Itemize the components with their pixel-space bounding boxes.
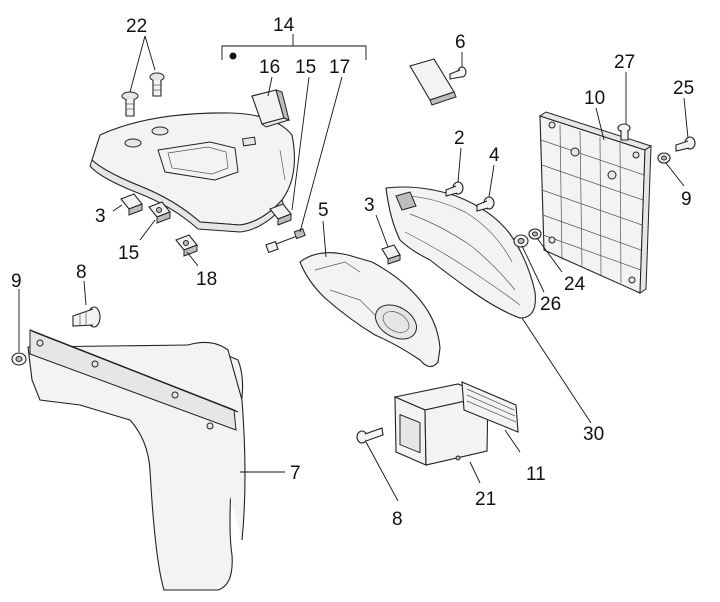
label-24: 24 — [564, 274, 586, 295]
label-6: 6 — [455, 32, 466, 53]
label-18: 18 — [196, 269, 217, 290]
clip-part-6 — [409, 58, 467, 106]
label-3-right: 3 — [364, 195, 375, 216]
reflector-part-11 — [461, 381, 519, 433]
label-17: 17 — [329, 57, 350, 78]
clip-part-16 — [251, 89, 291, 128]
screw-22-b — [121, 91, 139, 117]
part-labels: 22 14 16 15 17 6 27 25 10 2 4 9 3 15 18 … — [11, 15, 694, 530]
spacer-part-26 — [513, 234, 529, 248]
nut-3-left — [120, 193, 143, 216]
plate-grid — [540, 124, 645, 284]
nut-18 — [175, 234, 198, 257]
label-30: 30 — [583, 424, 604, 445]
group-14-bracket — [221, 34, 367, 60]
label-8-bottom: 8 — [392, 509, 403, 530]
bulb-part-17 — [265, 228, 306, 254]
screw-part-4 — [476, 196, 495, 212]
label-5: 5 — [318, 200, 329, 221]
plate-holder-part-10 — [538, 111, 653, 294]
top-tray-part — [89, 112, 295, 233]
bolt-8-bottom — [356, 427, 384, 444]
nut-part-24 — [528, 228, 542, 240]
group-marker-dot — [229, 52, 237, 60]
bolt-8-top — [72, 306, 101, 328]
label-8-top: 8 — [76, 262, 87, 283]
washer-9-right — [657, 152, 671, 164]
nut-15-right — [269, 203, 292, 226]
screw-part-2 — [445, 181, 464, 197]
label-14: 14 — [273, 15, 295, 36]
mud-flap-part-7 — [27, 329, 246, 591]
label-10: 10 — [584, 88, 605, 109]
label-15-bottom: 15 — [118, 243, 139, 264]
label-26: 26 — [540, 294, 561, 315]
screw-part-27 — [617, 123, 631, 141]
nut-15-left — [148, 201, 171, 224]
label-9-left: 9 — [11, 271, 22, 292]
screw-part-25 — [675, 136, 696, 152]
label-15-top: 15 — [295, 57, 316, 78]
label-22: 22 — [126, 16, 147, 37]
washer-9-left — [11, 352, 27, 366]
label-3-left: 3 — [95, 206, 106, 227]
rear-panel-part-5 — [299, 252, 441, 368]
screw-22-a — [149, 72, 165, 97]
label-11: 11 — [526, 464, 546, 485]
cover-part-30 — [385, 186, 536, 319]
label-7: 7 — [290, 463, 301, 484]
label-21: 21 — [475, 489, 496, 510]
label-27: 27 — [614, 52, 635, 73]
label-25: 25 — [673, 78, 694, 99]
label-4: 4 — [489, 145, 500, 166]
label-16: 16 — [259, 57, 280, 78]
label-9-right: 9 — [681, 189, 692, 210]
label-2: 2 — [454, 128, 465, 149]
leader-lines — [18, 35, 689, 502]
nut-3-right — [381, 244, 401, 265]
